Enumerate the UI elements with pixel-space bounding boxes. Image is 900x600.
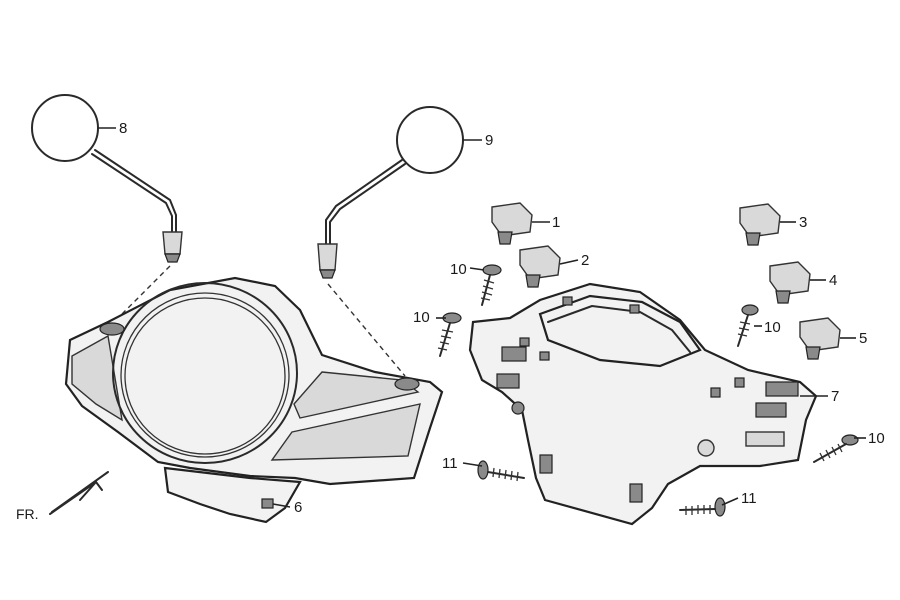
handlebar-rear-cover (468, 282, 818, 526)
screw-11-a (477, 460, 525, 482)
callout-5: 5 (859, 330, 868, 347)
callout-10b: 10 (413, 309, 430, 326)
callout-10c: 10 (764, 319, 781, 336)
callout-2: 2 (581, 252, 590, 269)
switch-3 (739, 203, 781, 246)
callout-10d: 10 (868, 430, 885, 447)
leader-lines (98, 127, 866, 508)
callout-1: 1 (552, 214, 561, 231)
screw-10-b (437, 312, 462, 357)
callout-7: 7 (831, 388, 840, 405)
callout-10a: 10 (450, 261, 467, 278)
screw-10-a (480, 264, 502, 306)
callout-6: 6 (294, 499, 303, 516)
screw-10-d (813, 434, 859, 463)
switch-2 (519, 245, 561, 288)
callout-11b: 11 (741, 490, 757, 507)
part-6-clip (261, 498, 274, 509)
front-direction-arrow (49, 471, 109, 515)
callout-4: 4 (829, 272, 838, 289)
callout-11a: 11 (442, 455, 458, 472)
switch-5 (799, 317, 841, 360)
callout-3: 3 (799, 214, 808, 231)
mirror-right (317, 106, 464, 377)
callout-8: 8 (119, 120, 128, 137)
screw-10-c (737, 304, 759, 347)
switch-4 (769, 261, 811, 304)
front-indicator-label: FR. (16, 506, 39, 522)
switch-1 (491, 202, 533, 245)
callout-9: 9 (485, 132, 494, 149)
handlebar-front-cover (64, 276, 444, 524)
screw-11-b (679, 497, 726, 517)
mirror-left (31, 94, 183, 325)
